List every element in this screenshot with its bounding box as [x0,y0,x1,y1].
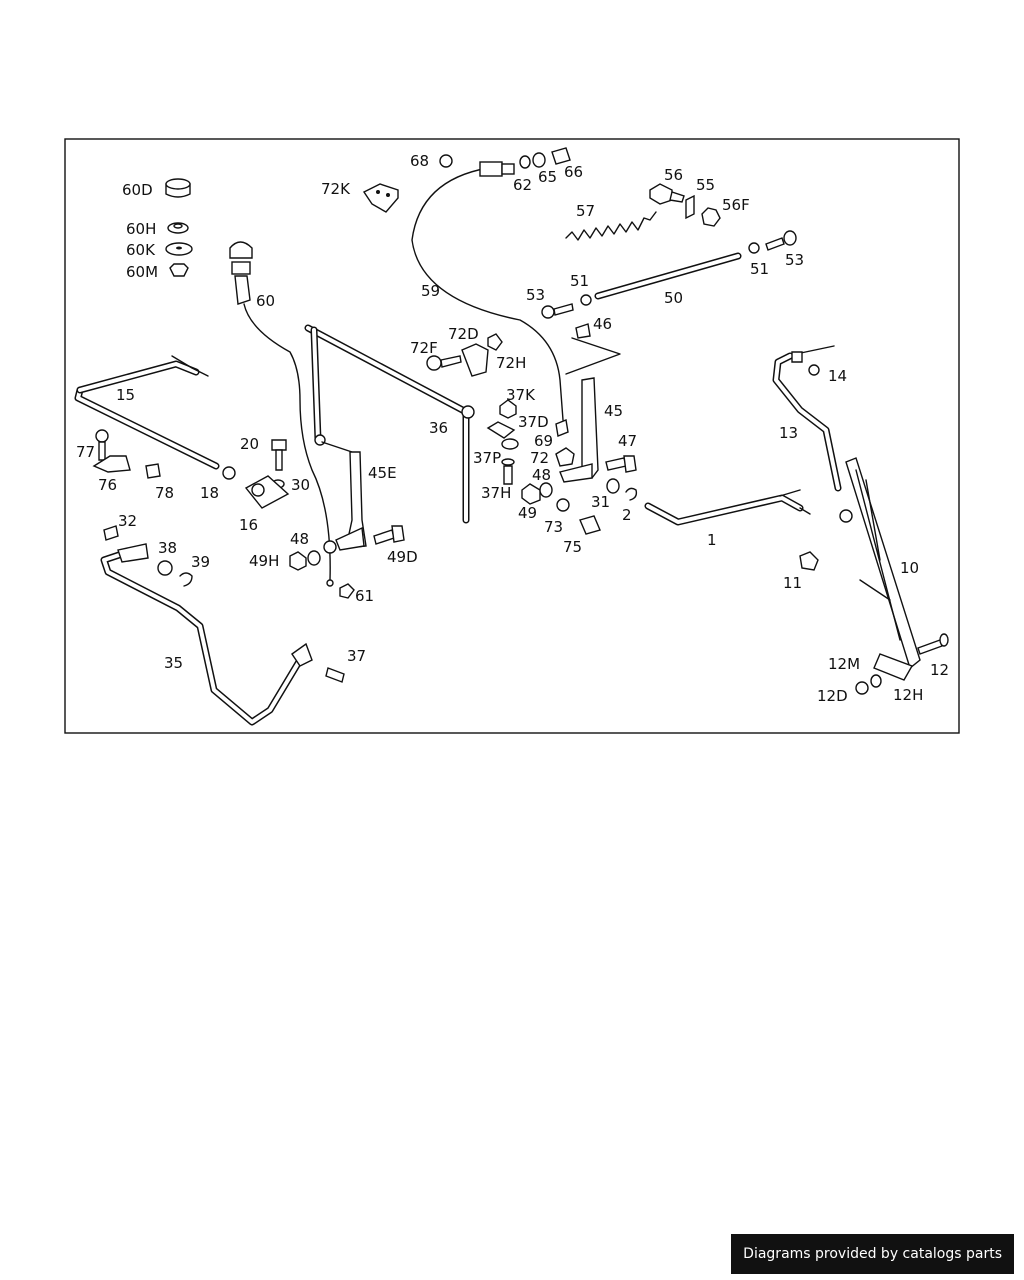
callout-72D: 72D [448,325,479,343]
callout-76: 76 [98,476,117,494]
callout-60H: 60H [126,220,156,238]
callout-72: 72 [530,449,549,467]
callout-12D: 12D [817,687,848,705]
callout-62: 62 [513,176,532,194]
footer-credit: Diagrams provided by catalogs parts [731,1234,1014,1274]
callout-48b: 48 [290,530,309,548]
callout-69: 69 [534,432,553,450]
callout-20: 20 [240,435,259,453]
callout-56F: 56F [722,196,750,214]
callout-37K: 37K [506,386,536,404]
callout-46: 46 [593,315,612,333]
callout-38: 38 [158,539,177,557]
callout-53a: 53 [526,286,545,304]
callout-35: 35 [164,654,183,672]
callout-10: 10 [900,559,919,577]
callout-50: 50 [664,289,683,307]
callout-2: 2 [622,506,632,524]
callout-37: 37 [347,647,366,665]
callout-65: 65 [538,168,557,186]
callout-78: 78 [155,484,174,502]
callout-51b: 51 [750,260,769,278]
callout-49: 49 [518,504,537,522]
callout-37H: 37H [481,484,511,502]
callout-75: 75 [563,538,582,556]
callout-16: 16 [239,516,258,534]
callout-13: 13 [779,424,798,442]
callout-56: 56 [664,166,683,184]
callout-51a: 51 [570,272,589,290]
part-drawings [74,147,949,726]
callout-66: 66 [564,163,583,181]
callout-47: 47 [618,432,637,450]
callout-30: 30 [291,476,310,494]
callout-12H: 12H [893,686,923,704]
callout-55: 55 [696,176,715,194]
callout-45E: 45E [368,464,397,482]
callout-68: 68 [410,152,429,170]
callout-60M: 60M [126,263,158,281]
callout-labels: 68 62 65 66 56 55 56F 57 60D 72K 60H 60K… [76,152,949,705]
callout-72K: 72K [321,180,351,198]
callout-48a: 48 [532,466,551,484]
callout-37D: 37D [518,413,549,431]
callout-37P: 37P [473,449,501,467]
callout-53b: 53 [785,251,804,269]
callout-59: 59 [421,282,440,300]
callout-73: 73 [544,518,563,536]
callout-11: 11 [783,574,802,592]
callout-60D: 60D [122,181,153,199]
callout-18: 18 [200,484,219,502]
callout-49D: 49D [387,548,418,566]
callout-36: 36 [429,419,448,437]
callout-57: 57 [576,202,595,220]
callout-12: 12 [930,661,949,679]
diagram-frame [64,138,960,734]
callout-60: 60 [256,292,275,310]
callout-14: 14 [828,367,847,385]
callout-61: 61 [355,587,374,605]
callout-77: 77 [76,443,95,461]
callout-15: 15 [116,386,135,404]
callout-60K: 60K [126,241,156,259]
callout-1: 1 [707,531,717,549]
callout-12M: 12M [828,655,860,673]
callout-72H: 72H [496,354,526,372]
callout-45: 45 [604,402,623,420]
callout-32: 32 [118,512,137,530]
callout-72F: 72F [410,339,438,357]
callout-31: 31 [591,493,610,511]
callout-39: 39 [191,553,210,571]
callout-49H: 49H [249,552,279,570]
